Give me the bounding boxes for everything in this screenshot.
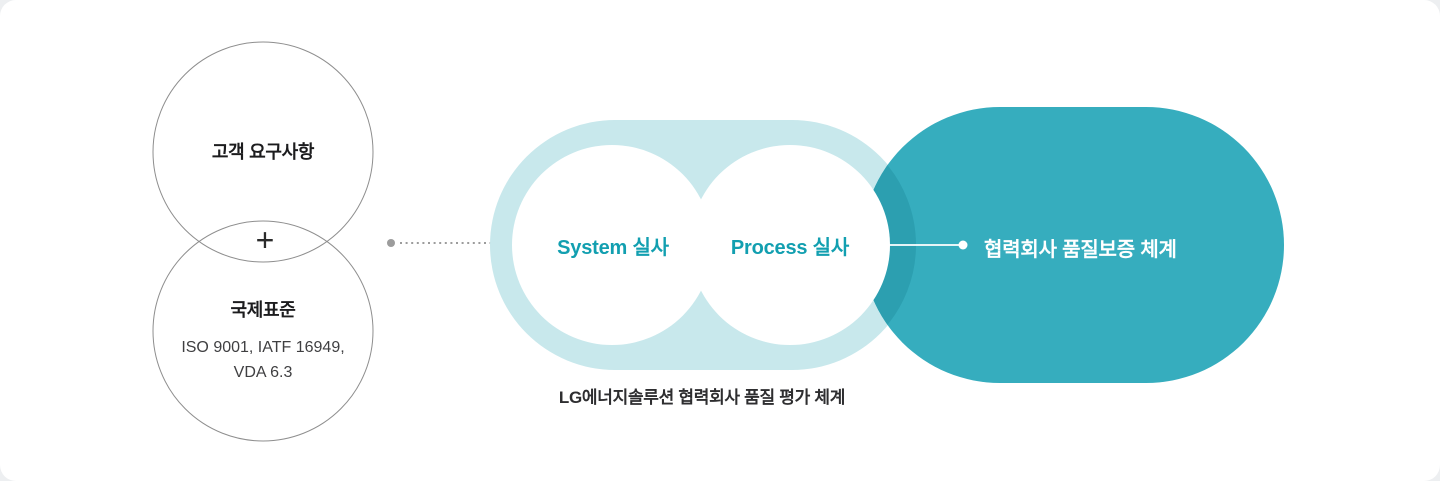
standards-list-line1: ISO 9001, IATF 16949, — [181, 339, 345, 356]
international-standards-label: 국제표준 — [230, 300, 296, 320]
process-audit-circle — [690, 145, 890, 345]
diagram-caption: LG에너지솔루션 협력회사 품질 평가 체계 — [558, 388, 846, 407]
result-connector-dot — [958, 240, 968, 250]
process-audit-label: Process 실사 — [730, 237, 850, 259]
system-audit-label: System 실사 — [557, 237, 669, 259]
system-audit-circle — [512, 145, 712, 345]
plus-icon: + — [255, 222, 275, 258]
supplier-quality-assurance-label: 협력회사 품질보증 체계 — [984, 239, 1177, 261]
standards-list: ISO 9001, IATF 16949, VDA 6.3 — [133, 335, 393, 385]
result-pill-background — [862, 107, 1284, 383]
standards-list-line2: VDA 6.3 — [233, 364, 293, 381]
international-standards-circle — [152, 220, 374, 442]
customer-requirements-circle — [152, 41, 374, 263]
dotted-connector-start-dot — [387, 239, 395, 247]
customer-requirements-label: 고객 요구사항 — [211, 142, 315, 162]
